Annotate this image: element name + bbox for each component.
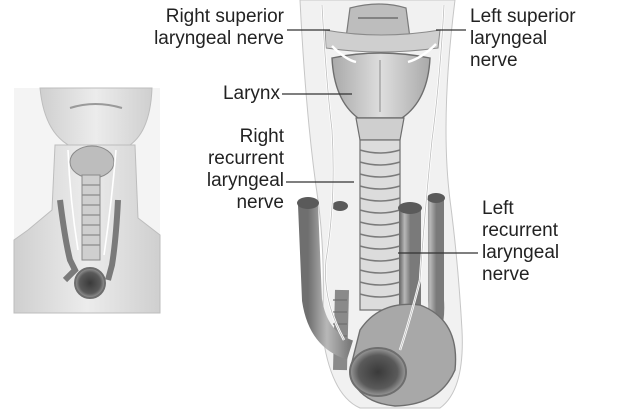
label-right-recurrent-laryngeal-nerve: Right recurrent laryngeal nerve xyxy=(207,126,284,214)
inset-neck-figure xyxy=(14,88,160,313)
label-right-superior-laryngeal-nerve: Right superior laryngeal nerve xyxy=(154,6,284,50)
label-left-recurrent-laryngeal-nerve: Left recurrent laryngeal nerve xyxy=(482,198,559,286)
label-left-superior-laryngeal-nerve: Left superior laryngeal nerve xyxy=(470,6,576,72)
main-anatomy-figure xyxy=(297,0,462,408)
label-larynx: Larynx xyxy=(223,83,280,105)
